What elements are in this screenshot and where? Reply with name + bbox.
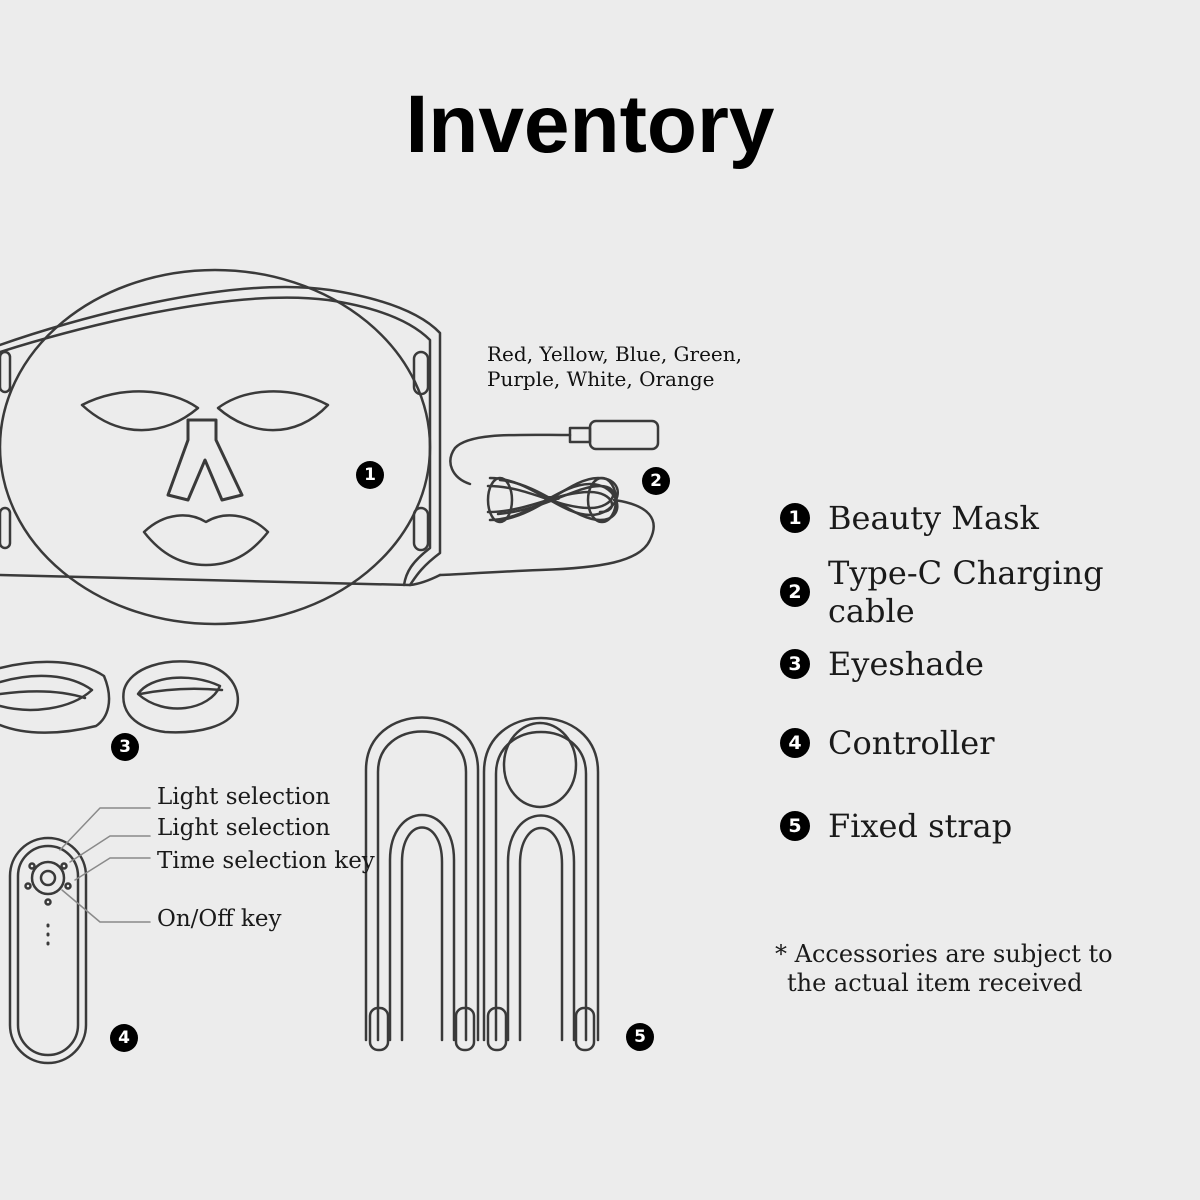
legend-label: Beauty Mask [828, 499, 1039, 537]
controller-icon [8, 807, 151, 1065]
page-title: Inventory [405, 79, 775, 170]
legend-number: 4 [780, 728, 810, 758]
legend-label: Type-C Charging cable [828, 554, 1104, 630]
controller-label-on-off: On/Off key [157, 906, 282, 932]
note-line-1: * Accessories are subject to [775, 940, 1113, 968]
legend-label: Fixed strap [828, 807, 1013, 845]
legend-number: 5 [780, 811, 810, 841]
marker-1: 1 [356, 461, 384, 489]
controller-label-light-selection-1: Light selection [157, 784, 331, 810]
legend-item-beauty-mask: 1 Beauty Mask [780, 498, 1039, 538]
usb-c-cable-icon [438, 419, 660, 577]
marker-3: 3 [111, 733, 139, 761]
legend-item-controller: 4 Controller [780, 723, 994, 763]
legend-item-charging-cable: 2 Type-C Charging cable [780, 554, 1200, 630]
legend-item-fixed-strap: 5 Fixed strap [780, 806, 1012, 846]
cable-colors-line-1: Red, Yellow, Blue, Green, [487, 342, 742, 366]
controller-label-time-selection: Time selection key [157, 848, 375, 874]
controller-label-light-selection-2: Light selection [157, 815, 331, 841]
fixed-strap-icon [364, 716, 600, 1052]
cable-colors-line-2: Purple, White, Orange [487, 367, 715, 391]
cable-colors-text: Red, Yellow, Blue, Green, Purple, White,… [487, 342, 742, 392]
legend-number: 2 [780, 577, 810, 607]
eyeshade-icon [0, 660, 240, 734]
legend-label: Controller [828, 724, 995, 762]
legend-number: 3 [780, 649, 810, 679]
accessories-note: * Accessories are subject to the actual … [775, 940, 1113, 998]
note-line-2: the actual item received [787, 969, 1083, 997]
legend-number: 1 [780, 503, 810, 533]
marker-5: 5 [626, 1023, 654, 1051]
legend-label: Eyeshade [828, 645, 984, 683]
legend-item-eyeshade: 3 Eyeshade [780, 644, 984, 684]
led-mask-icon [0, 268, 442, 626]
marker-2: 2 [642, 467, 670, 495]
marker-4: 4 [110, 1024, 138, 1052]
